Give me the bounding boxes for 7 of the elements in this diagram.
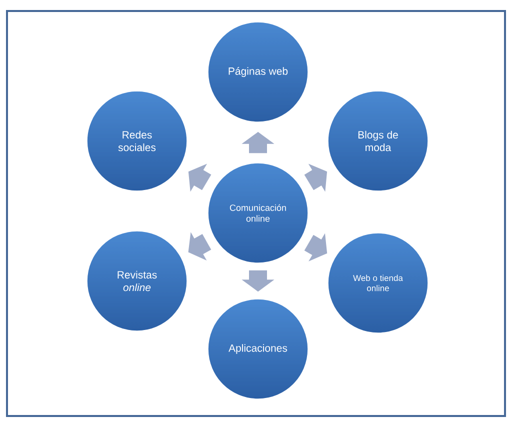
circle-node: Revistas online	[86, 230, 188, 332]
circle-node: Páginas web	[208, 22, 308, 122]
circle-node: Comunicación online	[208, 162, 308, 264]
circle-node: Redes sociales	[86, 90, 188, 192]
circle-node: Web o tienda online	[328, 232, 428, 334]
circle-node: Blogs de moda	[328, 90, 428, 192]
circle-node: Aplicaciones	[208, 298, 308, 400]
